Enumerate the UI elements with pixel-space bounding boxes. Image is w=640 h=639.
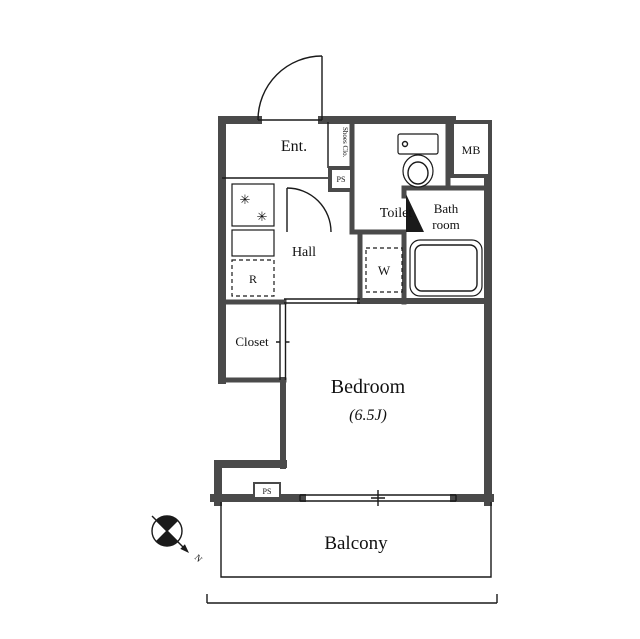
hall-door-arc (286, 187, 332, 233)
walls (210, 116, 494, 506)
closet-folding-doors (276, 304, 290, 380)
toilet-flush-knob (401, 140, 409, 148)
toilet-label: Toilet (380, 206, 413, 221)
stove-burner-icon: ✳ (257, 209, 268, 224)
closet-label: Closet (235, 334, 269, 349)
meter-box-label: MB (462, 143, 481, 157)
kitchen-sink (231, 229, 275, 257)
labels: Ent. Shoes Clo. PS Toilet Bath room MB H… (235, 127, 480, 554)
site-boundary-line (206, 594, 498, 604)
balcony-window (299, 490, 457, 506)
entrance-label: Ent. (281, 138, 307, 155)
wall-southwest-notch (214, 460, 287, 506)
compass-circle (151, 515, 183, 547)
hall-label: Hall (292, 245, 316, 260)
bedroom-size-label: (6.5J) (349, 407, 387, 424)
wall-left-and-top-left (218, 116, 262, 384)
bathroom-label-line1: Bath (434, 201, 459, 216)
refrigerator-label: R (249, 272, 257, 286)
toilet-tank (397, 133, 439, 155)
bathtub (409, 239, 483, 297)
sliding-door-bedroom (284, 298, 360, 304)
balcony-outline (220, 502, 492, 578)
pipe-space-bottom-label: PS (263, 487, 272, 496)
compass-wedge-bottom (156, 531, 178, 546)
toilet-bowl (402, 154, 434, 188)
pipe-space-top-label: PS (337, 175, 346, 184)
kitchen: ✳ ✳ (231, 183, 275, 297)
toilet-fixture (397, 133, 439, 188)
compass: N (151, 515, 205, 564)
bathtub-inner (414, 244, 478, 292)
bathroom-label-line2: room (432, 217, 459, 232)
meter-box (450, 120, 492, 178)
bathroom-door (406, 194, 424, 232)
balcony-label: Balcony (324, 533, 388, 554)
bedroom-label: Bedroom (331, 376, 406, 398)
washing-machine-label: W (378, 263, 391, 278)
entrance-door-arc (257, 55, 323, 121)
north-arrow-line (151, 515, 184, 548)
compass-north-label: N (193, 552, 205, 564)
compass-wedge-top (156, 516, 178, 531)
stove (231, 183, 275, 227)
bathroom-fixture (409, 239, 483, 297)
stove-burner-icon: ✳ (240, 192, 251, 207)
toilet-bowl-inner (407, 161, 429, 185)
shoes-closet-label: Shoes Clo. (341, 127, 349, 158)
pipe-space-top-box (328, 166, 354, 192)
pipe-space-bottom-box (253, 482, 281, 499)
refrigerator-space (231, 259, 275, 297)
north-arrow-head (180, 544, 189, 553)
washing-machine-space (365, 247, 403, 293)
doors (257, 55, 424, 233)
